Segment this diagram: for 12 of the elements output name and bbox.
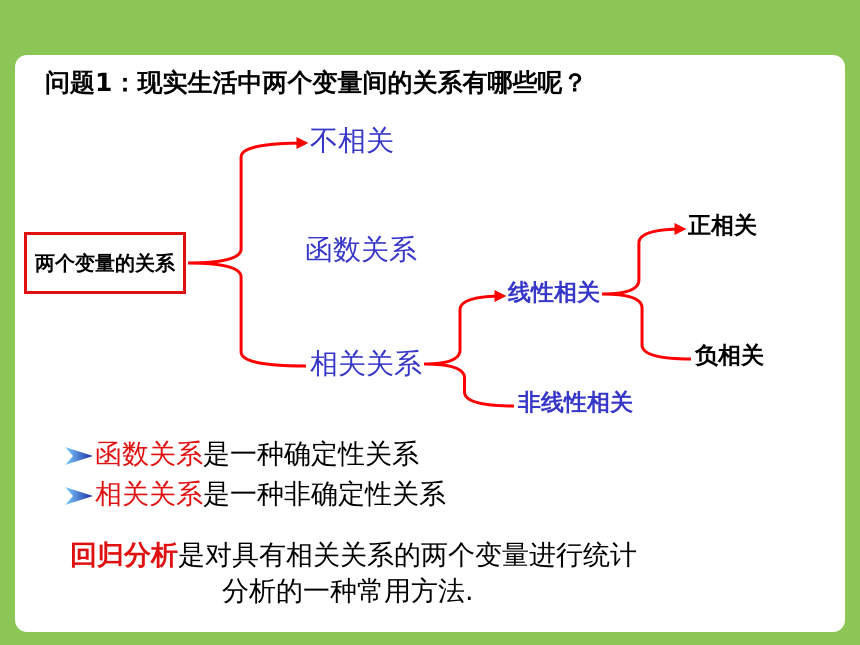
category-text: 非线性相关 [518, 390, 633, 418]
note-text: 回归分析是对具有相关关系的两个变量进行统计分析的一种常用方法. [70, 539, 638, 610]
concept-box: 两个变量的关系 [24, 232, 186, 294]
category-text: 线性相关 [508, 280, 600, 308]
category-text: 不相关 [310, 124, 394, 158]
category-text: 负相关 [695, 343, 764, 371]
category-text: 正相关 [688, 213, 757, 241]
bullet-text: 函数关系是一种确定性关系 [95, 438, 420, 472]
bullet-text: 相关关系是一种非确定性关系 [95, 478, 447, 512]
title: 问题1：现实生活中两个变量间的关系有哪些呢？ [45, 67, 588, 99]
category-text: 函数关系 [305, 233, 417, 267]
category-text: 相关关系 [310, 347, 422, 381]
